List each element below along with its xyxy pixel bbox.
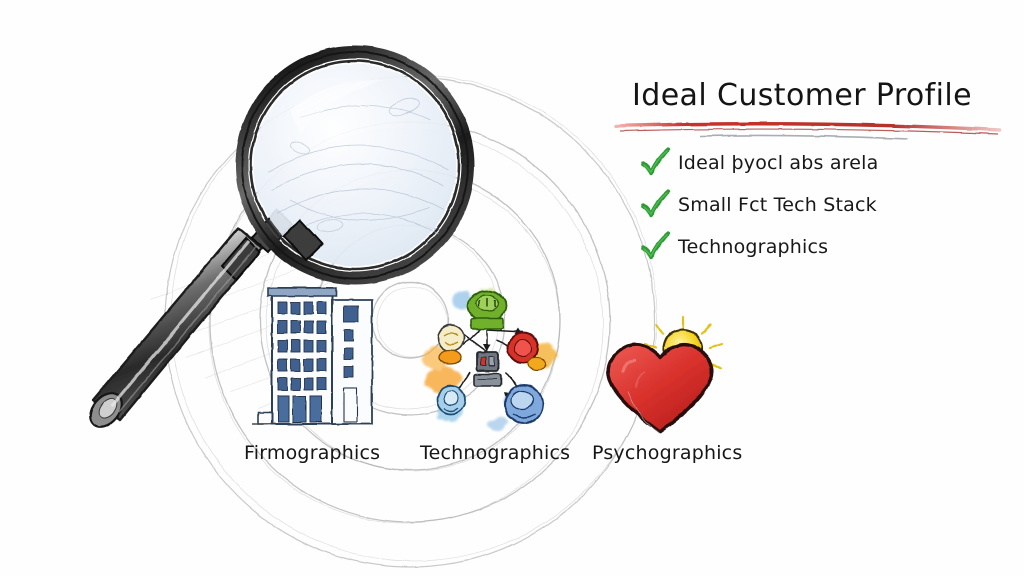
check-icon — [640, 147, 671, 176]
check-icon — [640, 189, 671, 218]
check-icon — [640, 231, 671, 260]
right-panel: Ideal Customer Profile Ideal þyocl abs a… — [614, 60, 1014, 330]
checklist-item[interactable]: Ideal þyocl abs arela — [638, 142, 998, 184]
checklist-item-label: Small Fct Tech Stack — [678, 194, 877, 216]
network-diagram-icon — [424, 289, 557, 431]
category-label-firmographics: Firmographics — [244, 442, 381, 464]
heart-lightbulb-icon — [606, 315, 724, 435]
page-title: Ideal Customer Profile — [632, 78, 972, 113]
network-node-red — [507, 332, 547, 371]
network-node-blue-right — [504, 384, 544, 424]
magnifying-glass — [89, 45, 475, 428]
checklist-item-label: Technographics — [678, 236, 829, 258]
checklist-item-label: Ideal þyocl abs arela — [678, 152, 879, 174]
category-label-psychographics: Psychographics — [592, 442, 743, 464]
network-hub — [473, 351, 502, 387]
checklist-item[interactable]: Technographics — [638, 226, 998, 268]
pencil-shading — [149, 229, 371, 409]
concentric-target-rings — [164, 74, 658, 568]
office-building-icon — [252, 287, 373, 425]
checklist-item[interactable]: Small Fct Tech Stack — [638, 184, 998, 226]
network-node-left — [437, 324, 465, 365]
checklist: Ideal þyocl abs arela Small Fct Tech Sta… — [638, 142, 998, 268]
category-label-technographics: Technographics — [420, 442, 571, 464]
network-node-blue-left — [436, 385, 466, 415]
network-node-green — [467, 290, 507, 330]
magnifier-handle — [89, 208, 294, 428]
